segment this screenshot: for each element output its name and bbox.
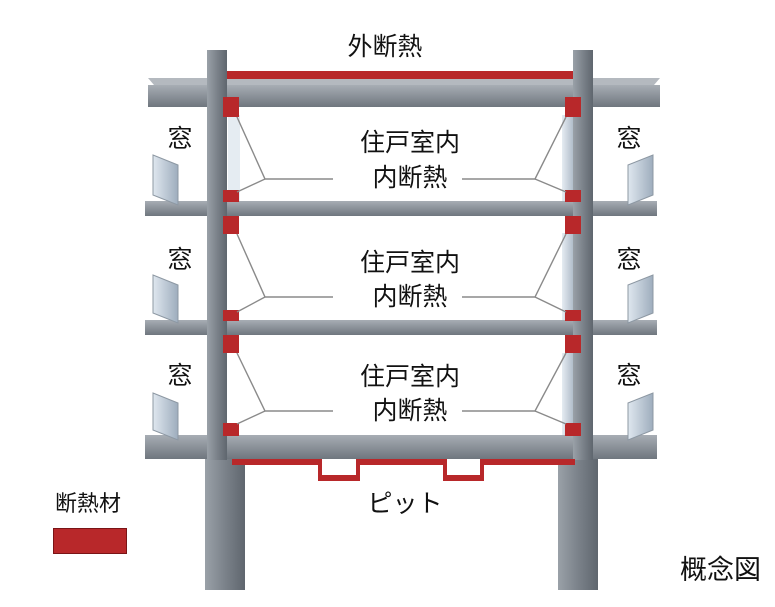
concept-diagram-label: 概念図: [680, 555, 761, 586]
window-panel-right-f2: [627, 274, 654, 324]
window-label-left-f3: 窓: [167, 124, 193, 153]
insulation-left-f2-bot: [223, 310, 239, 321]
foundation-pier-left: [205, 455, 245, 590]
leader-left-f2b: [236, 296, 266, 313]
exterior-insulation-roof: [226, 71, 574, 79]
room-interior-label-f3: 住戸室内: [359, 128, 460, 157]
window-panel-left-f2: [152, 274, 179, 324]
column-left: [207, 50, 227, 460]
leader-left-f2: [236, 233, 333, 298]
insulation-left-f1-top: [223, 335, 239, 353]
glass-right-f1: [562, 353, 573, 435]
insulation-right-f3-top: [565, 97, 581, 117]
insulation-right-f2-bot: [565, 310, 581, 321]
legend-insulation-swatch: [53, 528, 127, 554]
window-panel-left-f1: [152, 392, 179, 441]
pit-insulation: [232, 459, 575, 481]
glass-right-f2: [562, 233, 573, 320]
leader-right-f1b: [534, 410, 567, 425]
column-right: [573, 50, 593, 460]
insulation-right-f1-top: [565, 335, 581, 353]
pit-label: ピット: [367, 489, 443, 518]
insulation-left-f1-bot: [223, 423, 239, 436]
window-panel-right-f3: [627, 154, 654, 206]
insulation-right-f3-bot: [565, 190, 581, 202]
glass-right-f3: [562, 115, 573, 201]
floor-slab-3: [145, 201, 657, 216]
legend-insulation-label: 断熱材: [55, 492, 122, 517]
insulation-right-f1-bot: [565, 423, 581, 436]
exterior-insulation-label: 外断熱: [347, 32, 423, 61]
leader-left-f1: [236, 352, 333, 412]
insulation-left-f2-top: [223, 216, 239, 234]
leader-lines: [236, 116, 567, 425]
insulation-right-f2-top: [565, 216, 581, 234]
insulation-left-f3-top: [223, 97, 239, 117]
floor-slab-2: [145, 320, 657, 335]
window-label-left-f1: 窓: [167, 361, 193, 390]
leader-right-f2b: [534, 296, 567, 313]
window-panel-right-f1: [627, 392, 654, 441]
leader-right-f3b: [534, 178, 567, 193]
room-interior-label-f2: 住戸室内: [359, 248, 460, 277]
insulation-left-f3-bot: [223, 190, 239, 202]
floor-slab-1: [145, 435, 657, 459]
interior-insulation-label-f1: 内断熱: [372, 396, 448, 425]
foundation-pier-right: [558, 455, 598, 590]
roof-slab: [148, 85, 660, 107]
window-panel-left-f3: [152, 154, 179, 206]
leader-left-f3: [236, 116, 333, 180]
window-label-left-f2: 窓: [167, 245, 193, 274]
interior-insulation-label-f2: 内断熱: [372, 282, 448, 311]
interior-insulation-label-f3: 内断熱: [372, 163, 448, 192]
glass-left-f3: [228, 115, 240, 201]
window-label-right-f2: 窓: [616, 245, 642, 274]
window-label-right-f3: 窓: [616, 124, 642, 153]
leader-left-f1b: [236, 410, 266, 425]
leader-left-f3b: [236, 178, 266, 193]
room-interior-label-f1: 住戸室内: [359, 362, 460, 391]
window-label-right-f1: 窓: [616, 361, 642, 390]
